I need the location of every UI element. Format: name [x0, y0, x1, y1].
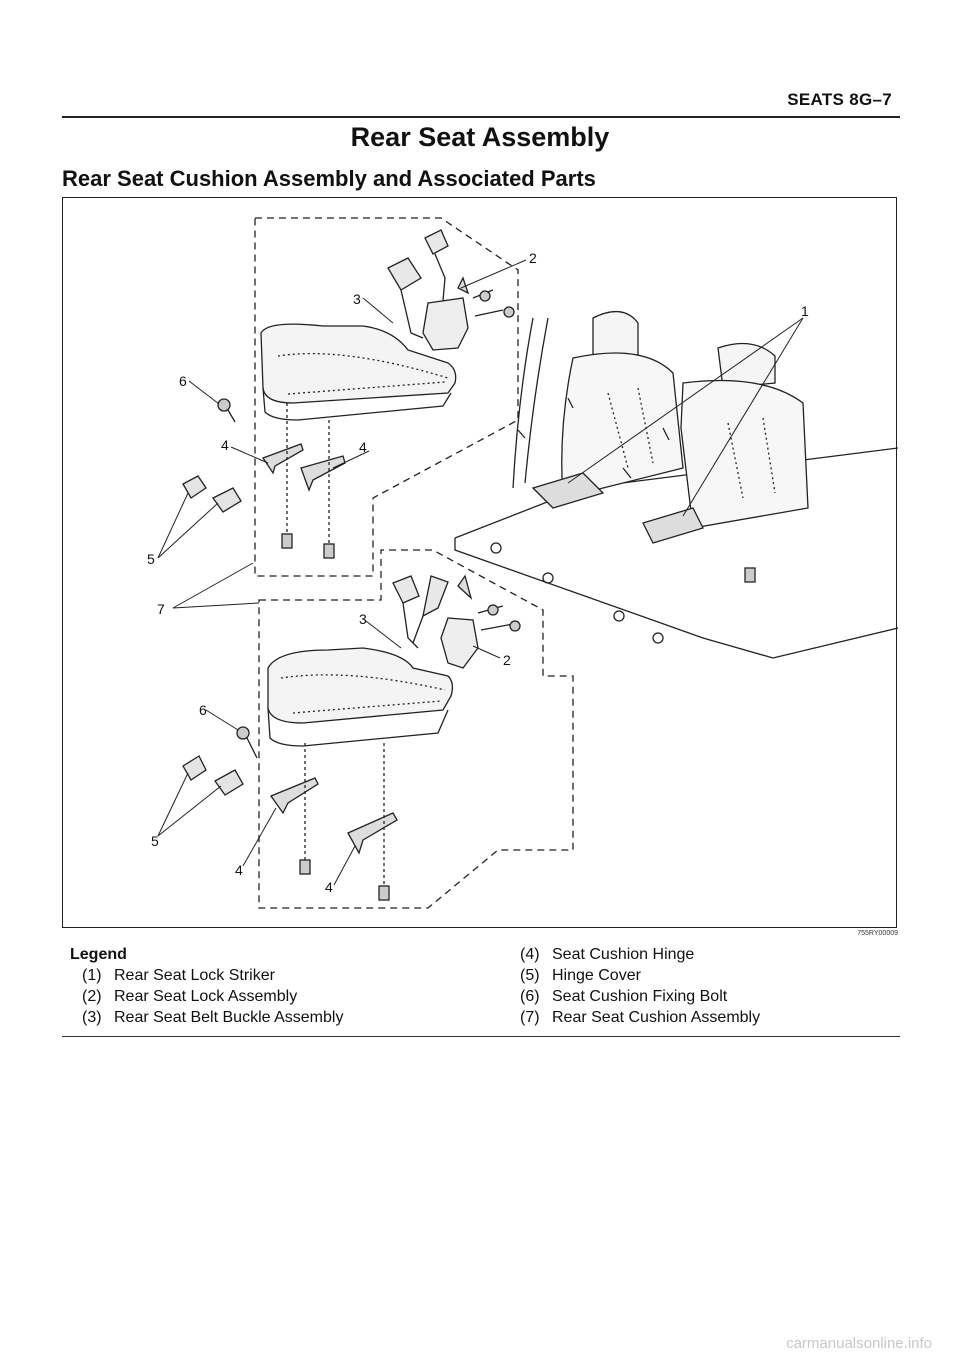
- page-header: SEATS 8G–7: [62, 88, 900, 118]
- callout-1: 1: [801, 303, 809, 319]
- legend-item: (2)Rear Seat Lock Assembly: [82, 988, 298, 1005]
- callout-5: 5: [151, 833, 159, 849]
- figure-id: 755RY00009: [857, 930, 898, 937]
- legend-item: (7)Rear Seat Cushion Assembly: [520, 1009, 761, 1026]
- lower-hinge-covers: [182, 755, 244, 796]
- lower-group-outline: [258, 549, 574, 909]
- callout-4: 4: [325, 879, 333, 895]
- page-title: Rear Seat Assembly: [350, 122, 610, 152]
- lower-hinges: [236, 726, 398, 901]
- legend-item: (6)Seat Cushion Fixing Bolt: [520, 988, 728, 1005]
- callout-2: 2: [503, 652, 511, 668]
- upper-group-outline: [254, 217, 519, 577]
- callout-leaders: [157, 259, 804, 886]
- exploded-diagram: 1 2 3 6 4 4 5 7 3 2 6 5 4 4: [62, 197, 898, 928]
- legend-item: (3)Rear Seat Belt Buckle Assembly: [82, 1009, 344, 1026]
- seat-diagram-svg: 1 2 3 6 4 4 5 7 3 2 6 5 4 4: [147, 217, 898, 909]
- section-page-number: SEATS 8G–7: [787, 90, 892, 109]
- watermark-footer: carmanualsonline.info: [786, 1335, 932, 1352]
- section-subtitle: Rear Seat Cushion Assembly and Associate…: [62, 166, 596, 191]
- upper-belt-lock: [387, 229, 515, 351]
- upper-seat-cushion: [260, 323, 457, 421]
- callout-7: 7: [157, 601, 165, 617]
- callout-6: 6: [199, 702, 207, 718]
- legend-item: (4)Seat Cushion Hinge: [520, 946, 695, 963]
- callout-3: 3: [353, 291, 361, 307]
- legend-item: (1)Rear Seat Lock Striker: [82, 967, 275, 984]
- vehicle-rear-seat-and-floor: [454, 311, 898, 659]
- callout-3: 3: [359, 611, 367, 627]
- legend-item: (5)Hinge Cover: [520, 967, 641, 984]
- legend-bottom-rule: [62, 1036, 900, 1037]
- lower-seat-cushion: [267, 647, 454, 747]
- callout-5: 5: [147, 551, 155, 567]
- callout-numbers: 1 2 3 6 4 4 5 7 3 2 6 5 4 4: [147, 250, 809, 895]
- upper-hinges: [217, 398, 346, 559]
- callout-6: 6: [179, 373, 187, 389]
- callout-4: 4: [221, 437, 229, 453]
- callout-2: 2: [529, 250, 537, 266]
- lower-belt-lock: [392, 574, 521, 669]
- legend-heading: Legend: [70, 946, 127, 963]
- upper-hinge-covers: [182, 475, 242, 513]
- callout-4: 4: [359, 439, 367, 455]
- callout-4: 4: [235, 862, 243, 878]
